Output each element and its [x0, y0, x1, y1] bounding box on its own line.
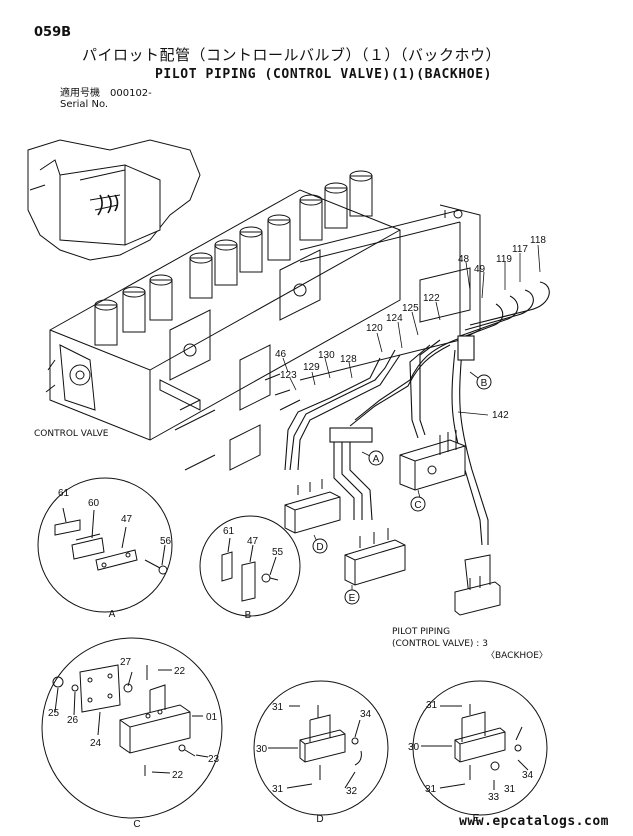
detail-letter-a: A — [109, 609, 116, 620]
callout-d-32: 32 — [346, 786, 358, 797]
marker-letters: A B C D E — [316, 378, 487, 604]
callout-b-55: 55 — [272, 547, 284, 558]
callout-120: 120 — [366, 323, 383, 334]
engine-housing — [27, 139, 201, 261]
callout-c-01: 01 — [206, 712, 218, 723]
callout-124: 124 — [386, 313, 403, 324]
callout-c-26: 26 — [67, 715, 79, 726]
callout-d-30: 30 — [256, 744, 268, 755]
marker-d: D — [316, 542, 323, 553]
callout-46: 46 — [275, 349, 287, 360]
marker-b: B — [481, 378, 488, 389]
callout-b-61: 61 — [223, 526, 235, 537]
callout-49: 49 — [474, 264, 486, 275]
callout-e-30: 30 — [408, 742, 420, 753]
callout-123: 123 — [280, 370, 297, 381]
callout-c-22a: 22 — [174, 666, 186, 677]
sub-valve-e — [344, 528, 406, 586]
serial-label-en: Serial No. — [60, 99, 109, 110]
callout-c-23: 23 — [208, 754, 220, 765]
pilot-pipe-bundle — [264, 281, 550, 546]
pilot-piping-note-2: (CONTROL VALVE) : 3 — [392, 639, 488, 649]
detail-markers — [312, 374, 492, 605]
callout-a-47: 47 — [121, 514, 133, 525]
page-title-en: PILOT PIPING (CONTROL VALVE)(1)(BACKHOE) — [155, 67, 493, 82]
pilot-piping-note-3: 〈BACKHOE〉 — [486, 651, 548, 661]
marker-a: A — [373, 454, 380, 465]
callout-a-56: 56 — [160, 536, 172, 547]
callout-c-27: 27 — [120, 657, 132, 668]
page-code: 059B — [34, 25, 72, 40]
detail-letter-d: D — [316, 814, 323, 825]
detail-letter-e: E — [473, 813, 480, 824]
detail-letter-b: B — [245, 610, 252, 621]
callout-b-47: 47 — [247, 536, 259, 547]
callout-c-25: 25 — [48, 708, 60, 719]
callout-c-22b: 22 — [172, 770, 184, 781]
callout-e-31a: 31 — [426, 700, 438, 711]
callout-c-24: 24 — [90, 738, 102, 749]
callout-d-31a: 31 — [272, 702, 284, 713]
callout-e-31b: 31 — [425, 784, 437, 795]
callout-e-31c: 31 — [504, 784, 516, 795]
callout-d-31b: 31 — [272, 784, 284, 795]
leader-lines — [282, 244, 541, 594]
callout-142: 142 — [492, 410, 509, 421]
callout-119: 119 — [496, 254, 512, 265]
backhoe-valve — [454, 554, 501, 616]
callout-125: 125 — [402, 303, 419, 314]
callout-e-34: 34 — [522, 770, 534, 781]
callout-118: 118 — [530, 235, 546, 246]
serial-label-jp: 適用号機 000102- — [60, 88, 152, 99]
callout-a-61: 61 — [58, 488, 70, 499]
callout-130: 130 — [318, 350, 335, 361]
detail-c — [41, 637, 223, 819]
marker-e: E — [349, 593, 356, 604]
callout-48: 48 — [458, 254, 470, 265]
pilot-piping-note-1: PILOT PIPING — [392, 627, 451, 637]
callout-a-60: 60 — [88, 498, 100, 509]
sub-valve-d — [284, 479, 341, 534]
valve-frame — [299, 204, 481, 381]
control-valve-label: CONTROL VALVE — [34, 429, 109, 439]
detail-letters: A B C D E — [109, 609, 480, 830]
callout-e-33: 33 — [488, 792, 500, 803]
detail-e — [412, 680, 548, 816]
detail-letter-c: C — [133, 819, 140, 830]
callout-117: 117 — [512, 244, 528, 255]
marker-c: C — [414, 500, 421, 511]
callout-numbers: 118 117 119 48 49 122 125 124 120 46 130… — [48, 235, 546, 803]
detail-a — [37, 477, 173, 613]
control-valve-block — [45, 170, 401, 471]
detail-b — [199, 515, 301, 617]
callout-122: 122 — [423, 293, 440, 304]
detail-d — [253, 680, 389, 816]
sub-valve-c — [399, 430, 466, 491]
callout-129: 129 — [303, 362, 320, 373]
footer-watermark: www.epcatalogs.com — [459, 814, 609, 829]
callout-d-34: 34 — [360, 709, 372, 720]
callout-128: 128 — [340, 354, 357, 365]
page-title-jp: パイロット配管（コントロールバルブ）（１）（バックホウ） — [82, 46, 502, 64]
